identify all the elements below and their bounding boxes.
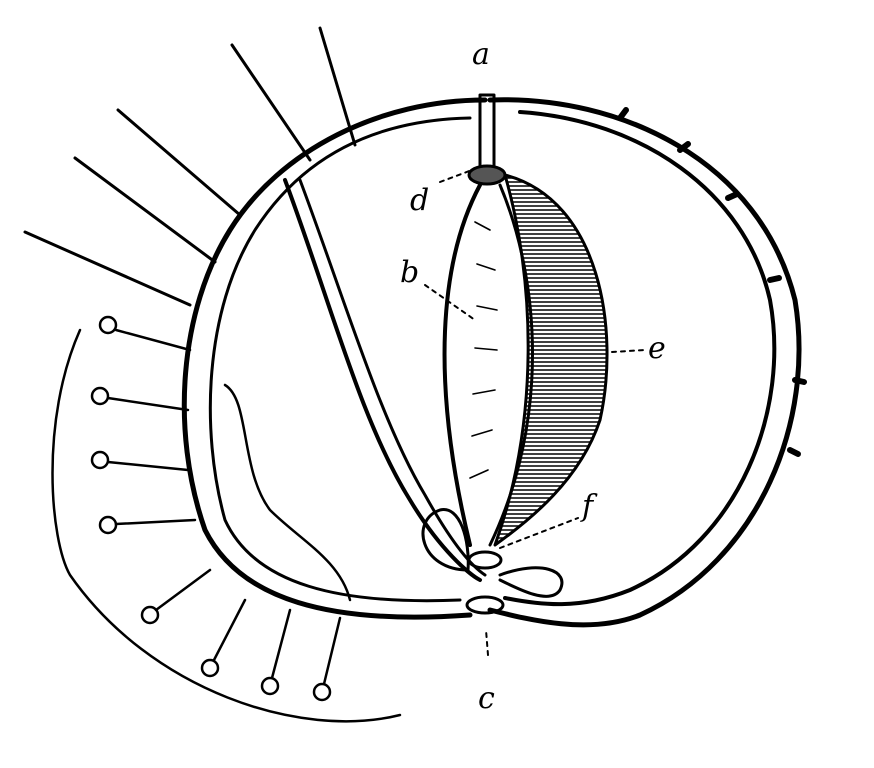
ring-f	[467, 550, 503, 570]
gland-left	[442, 183, 482, 547]
midrib-vein	[283, 178, 482, 582]
gland-veins	[469, 221, 498, 479]
midrib-vein-inner	[298, 178, 487, 577]
ring-c	[465, 595, 505, 615]
label-e: e	[648, 331, 666, 366]
left-lobe-outline	[181, 97, 488, 620]
outer-flap	[51, 328, 402, 723]
label-a: a	[472, 37, 490, 72]
base-loop-left	[421, 508, 470, 572]
ring-d	[467, 164, 507, 186]
label-f: f	[582, 489, 594, 524]
leader-lines	[424, 169, 646, 656]
base-loop-right	[498, 566, 564, 598]
right-lobe-inner	[503, 110, 777, 607]
marginal-spines	[23, 26, 357, 307]
label-d: d	[410, 183, 430, 218]
right-lobe-outline	[487, 97, 802, 628]
left-lobe-inner	[208, 116, 472, 603]
label-b: b	[400, 255, 420, 290]
gland-shaded	[493, 173, 609, 547]
inner-flap	[223, 383, 352, 602]
label-c: c	[478, 681, 495, 716]
margin-teeth-right	[617, 107, 807, 457]
stalked-glands	[90, 315, 342, 702]
